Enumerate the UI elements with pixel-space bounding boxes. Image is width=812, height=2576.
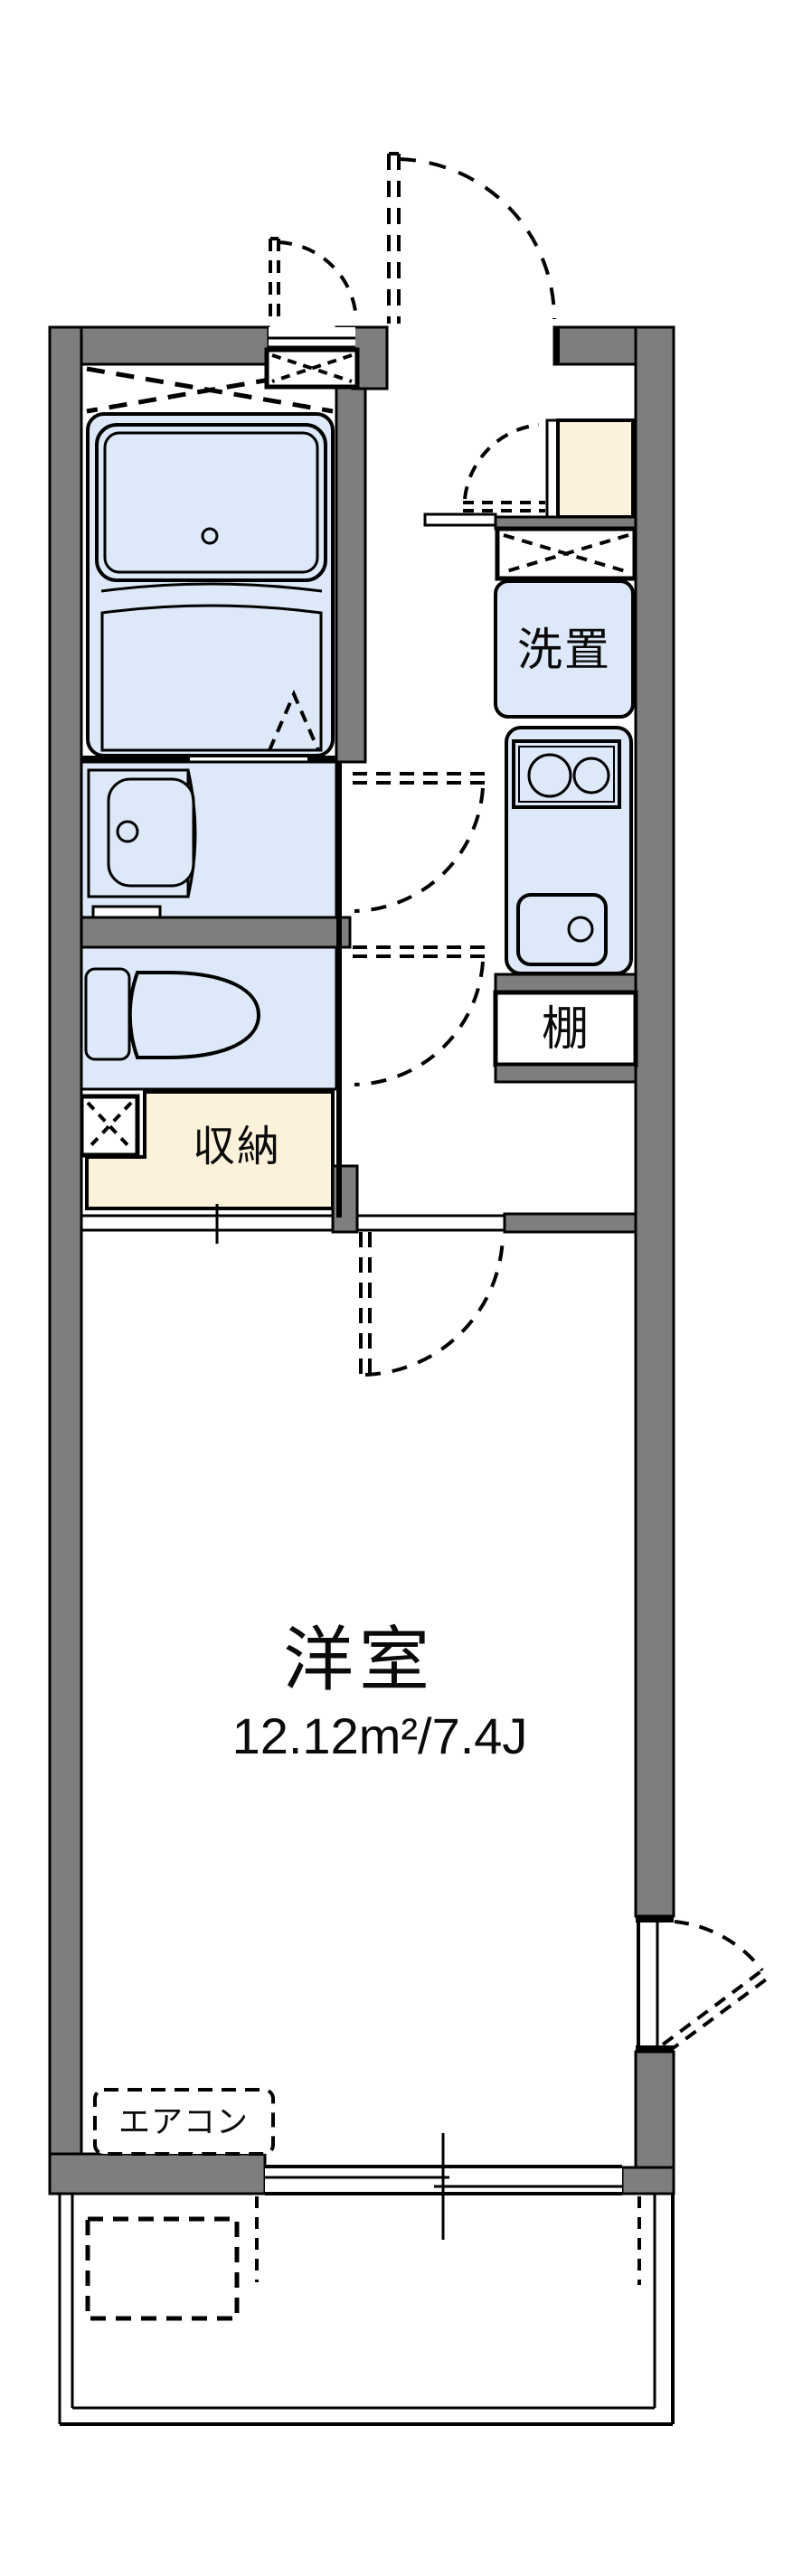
- small-window-door: [269, 237, 358, 324]
- kitchen-sink: [516, 893, 608, 966]
- bath-folding-door: [268, 689, 320, 751]
- washstand-basin: [107, 777, 195, 888]
- main-room-doorway: [355, 1212, 637, 1377]
- bathtub: [95, 423, 327, 582]
- storage-row: [79, 1090, 359, 1244]
- entry-step-door: [463, 423, 545, 512]
- room-area-label: 12.12m²/7.4J: [231, 1707, 528, 1764]
- entry-floor: [556, 418, 635, 519]
- toilet-door: [353, 945, 486, 1086]
- entry: [423, 418, 637, 531]
- washer-space: [494, 579, 635, 719]
- bathtub-drain: [201, 527, 219, 545]
- storage-closet: [85, 1090, 335, 1210]
- kitchen: [493, 526, 638, 1084]
- sink-faucet: [567, 916, 594, 943]
- stove-burner-left: [527, 753, 572, 798]
- aircon-label: エアコン: [118, 2104, 250, 2140]
- washstand-door: [353, 772, 486, 913]
- bottom-window: [265, 2133, 622, 2240]
- stove-burner-right: [572, 757, 610, 794]
- washer-label: 洗置: [517, 625, 611, 675]
- washer-niche: [495, 526, 637, 581]
- toilet-bowl: [127, 971, 261, 1059]
- balcony-door: [636, 1916, 770, 2054]
- balcony: [58, 2194, 675, 2426]
- front-door: [387, 152, 556, 324]
- washstand-faucet: [116, 820, 139, 843]
- shelf-label: 棚: [541, 1003, 591, 1056]
- bath-floor: [100, 604, 323, 752]
- balcony-dashed-area: [85, 2216, 240, 2321]
- toilet-tank: [84, 967, 131, 1061]
- main-room-label: 洋室: [282, 1620, 436, 1699]
- walls: [48, 325, 675, 2195]
- bath-window: [264, 327, 360, 390]
- washstand-room: [80, 760, 352, 949]
- shelf-box: [493, 990, 638, 1067]
- bathroom: [80, 362, 338, 765]
- toilet-room: [80, 945, 338, 1091]
- storage-label: 収納: [193, 1122, 281, 1170]
- aircon-box: [93, 2088, 275, 2156]
